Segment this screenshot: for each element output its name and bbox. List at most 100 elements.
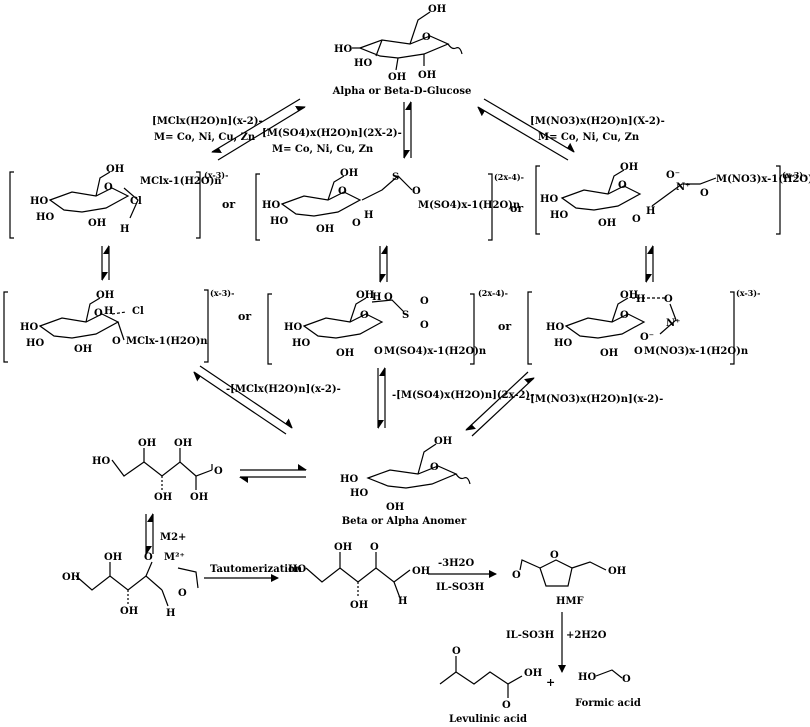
arrow-chloride-to-anomer — [193, 365, 293, 435]
svg-text:OH: OH — [388, 72, 406, 83]
svg-text:OH: OH — [356, 290, 374, 301]
chloride-complex-2: O OH HO HO OH O H Cl MClx-1(H2O)n — [3, 289, 209, 363]
equilibrium-arrow-row-right — [645, 245, 654, 283]
svg-text:HO: HO — [20, 322, 38, 333]
arrow-sulfate-to-anomer — [377, 367, 386, 429]
reagent-chloride: [MClx(H2O)n](x-2)- — [152, 116, 263, 127]
levulinic-acid-structure: O OH O — [439, 646, 542, 711]
open-chain-glucose: HO OH OH OH OH O — [92, 438, 223, 503]
svg-text:OH: OH — [620, 290, 638, 301]
svg-text:OH: OH — [104, 552, 122, 563]
svg-text:O: O — [664, 294, 673, 305]
charge-chloride-1: (x-3)- — [204, 170, 228, 180]
svg-text:O: O — [420, 320, 429, 331]
charge-chloride-2: (x-3)- — [210, 288, 234, 298]
svg-text:HO: HO — [36, 212, 54, 223]
svg-text:Cl: Cl — [132, 306, 144, 317]
svg-text:OH: OH — [412, 566, 430, 577]
charge-nitrate-2: (x-3)- — [736, 288, 760, 298]
svg-text:O: O — [512, 570, 521, 581]
svg-text:O: O — [214, 466, 223, 477]
plus-sign: + — [546, 676, 555, 689]
anomer-label: Beta or Alpha Anomer — [342, 516, 467, 527]
hmf-label: HMF — [556, 596, 584, 607]
svg-text:O: O — [352, 218, 361, 229]
svg-text:H: H — [646, 206, 655, 217]
svg-text:O: O — [384, 292, 393, 303]
svg-text:OH: OH — [120, 606, 138, 617]
svg-text:HO: HO — [292, 338, 310, 349]
mcl-fragment-1: MClx-1(H2O)n — [140, 176, 222, 187]
svg-text:M²⁺: M²⁺ — [164, 552, 185, 563]
svg-text:O: O — [338, 186, 347, 197]
arrow-nitrate-to-anomer — [465, 371, 535, 437]
svg-text:OH: OH — [334, 542, 352, 553]
equilibrium-arrow-row-middle — [379, 245, 388, 283]
svg-text:H: H — [166, 608, 175, 619]
equilibrium-arrow-row-left — [101, 245, 110, 281]
svg-text:OH: OH — [154, 492, 172, 503]
reagent-minus-nitrate: -[M(NO3)x(H2O)n](x-2)- — [526, 394, 663, 405]
svg-text:O: O — [632, 214, 641, 225]
svg-text:HO: HO — [30, 196, 48, 207]
or-label-2b: or — [498, 320, 511, 333]
svg-text:O: O — [370, 542, 379, 553]
plus-2h2o-label: +2H2O — [566, 630, 607, 641]
svg-text:OH: OH — [418, 70, 436, 81]
svg-text:OH: OH — [428, 4, 446, 15]
svg-text:OH: OH — [106, 164, 124, 175]
svg-text:O: O — [622, 674, 631, 685]
ketose-chain: HO OH OH O OH H — [288, 542, 430, 611]
mno3-fragment-1: M(NO3)x-1(H2O)n — [716, 174, 810, 185]
svg-text:HO: HO — [26, 338, 44, 349]
svg-text:HO: HO — [354, 58, 372, 69]
svg-text:H: H — [104, 306, 113, 317]
equilibrium-arrow-left — [211, 98, 306, 161]
svg-text:H: H — [636, 294, 645, 305]
svg-text:OH: OH — [350, 600, 368, 611]
svg-text:O: O — [700, 188, 709, 199]
nitrate-complex-1: O OH HO HO OH O H N⁺ O⁻ O M(NO3)x-1(H2O)… — [535, 162, 810, 235]
formic-acid-structure: HO O — [578, 669, 631, 685]
svg-text:HO: HO — [546, 322, 564, 333]
svg-text:HO: HO — [262, 200, 280, 211]
svg-text:O: O — [620, 310, 629, 321]
metals-label-middle: M= Co, Ni, Cu, Zn — [272, 144, 374, 155]
charge-nitrate-1: (x-3)- — [782, 170, 806, 180]
svg-text:H: H — [398, 596, 407, 607]
svg-text:O⁻: O⁻ — [666, 170, 680, 181]
equilibrium-arrow-middle — [403, 101, 412, 159]
sulfate-complex-2: O OH HO HO OH H O S O O O M(SO4)x-1(H2O)… — [267, 290, 487, 365]
svg-text:O: O — [360, 310, 369, 321]
svg-text:O: O — [422, 32, 431, 43]
or-label-1a: or — [222, 198, 235, 211]
svg-text:O: O — [452, 646, 461, 657]
or-label-2a: or — [238, 310, 251, 323]
svg-text:N⁺: N⁺ — [676, 182, 690, 193]
svg-text:OH: OH — [62, 572, 80, 583]
or-label-1b: or — [510, 202, 523, 215]
svg-text:OH: OH — [608, 566, 626, 577]
svg-text:O: O — [550, 550, 559, 561]
reagent-sulfate: [M(SO4)x(H2O)n](2X-2)- — [262, 128, 402, 139]
svg-text:S: S — [402, 310, 409, 321]
equilibrium-arrow-right — [477, 98, 575, 161]
svg-text:OH: OH — [524, 668, 542, 679]
svg-text:O: O — [94, 308, 103, 319]
sulfate-complex-1: O OH HO HO OH O H S O M(SO4)x-1(H2O)n — [255, 168, 521, 241]
hmf-structure: O O OH — [512, 550, 626, 587]
svg-text:O: O — [144, 552, 153, 563]
enediol-metal-complex: OH OH OH O M²⁺ O H — [62, 552, 199, 619]
svg-text:HO: HO — [92, 456, 110, 467]
svg-text:OH: OH — [174, 438, 192, 449]
svg-text:O⁻: O⁻ — [640, 332, 654, 343]
svg-text:O: O — [634, 346, 643, 357]
metals-label-left: M= Co, Ni, Cu, Zn — [154, 132, 256, 143]
svg-text:HO: HO — [334, 44, 352, 55]
glucose-label: Alpha or Beta-D-Glucose — [332, 86, 472, 97]
svg-text:HO: HO — [350, 488, 368, 499]
chloride-complex-1: O OH HO HO OH H Cl MClx-1(H2O)n — [9, 164, 222, 239]
svg-text:OH: OH — [600, 348, 618, 359]
svg-text:OH: OH — [190, 492, 208, 503]
mso4-fragment-2: M(SO4)x-1(H2O)n — [384, 346, 487, 357]
